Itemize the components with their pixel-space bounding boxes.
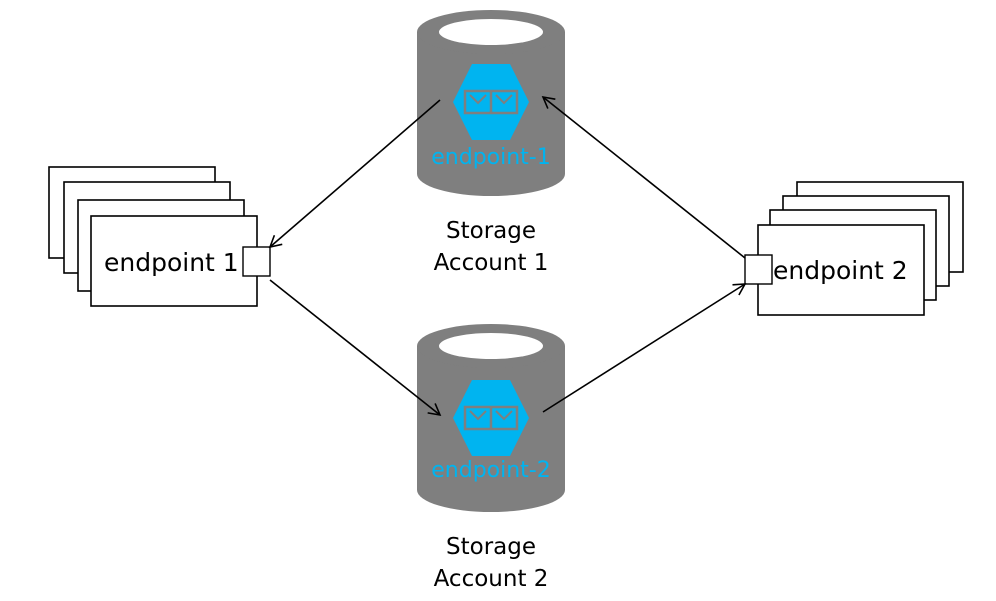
storage-account-1-label-line1: Storage bbox=[446, 218, 536, 244]
arrow-endpoint-1-to-storage-2 bbox=[269, 279, 442, 417]
storage-account-1-queue-label: endpoint-1 bbox=[431, 145, 551, 170]
endpoint-1-stack: endpoint 1 bbox=[48, 166, 271, 307]
storage-account-1: endpoint-1 Storage Account 1 bbox=[417, 10, 565, 276]
endpoint-1-main-card bbox=[90, 215, 258, 307]
endpoint-1-port bbox=[242, 246, 271, 277]
arrow-storage-1-to-endpoint-1 bbox=[268, 99, 441, 249]
storage-account-2: endpoint-2 Storage Account 2 bbox=[417, 324, 565, 592]
storage-account-2-cylinder-opening bbox=[439, 333, 543, 359]
endpoint-2-label: endpoint 2 bbox=[773, 256, 908, 285]
storage-account-2-label-line1: Storage bbox=[446, 534, 536, 560]
storage-account-2-queue-label: endpoint-2 bbox=[431, 458, 551, 483]
storage-account-1-label-line2: Account 1 bbox=[434, 250, 549, 276]
queue-icon bbox=[453, 64, 529, 140]
endpoint-2-port bbox=[744, 254, 773, 285]
endpoint-2-stack: endpoint 2 bbox=[744, 181, 964, 316]
endpoint-1-label: endpoint 1 bbox=[104, 248, 239, 277]
storage-account-2-label-line2: Account 2 bbox=[434, 566, 549, 592]
storage-account-1-cylinder-opening bbox=[439, 19, 543, 45]
queue-icon bbox=[453, 380, 529, 456]
arrow-storage-2-to-endpoint-2 bbox=[542, 283, 747, 413]
arrow-endpoint-2-to-storage-1 bbox=[541, 95, 746, 259]
